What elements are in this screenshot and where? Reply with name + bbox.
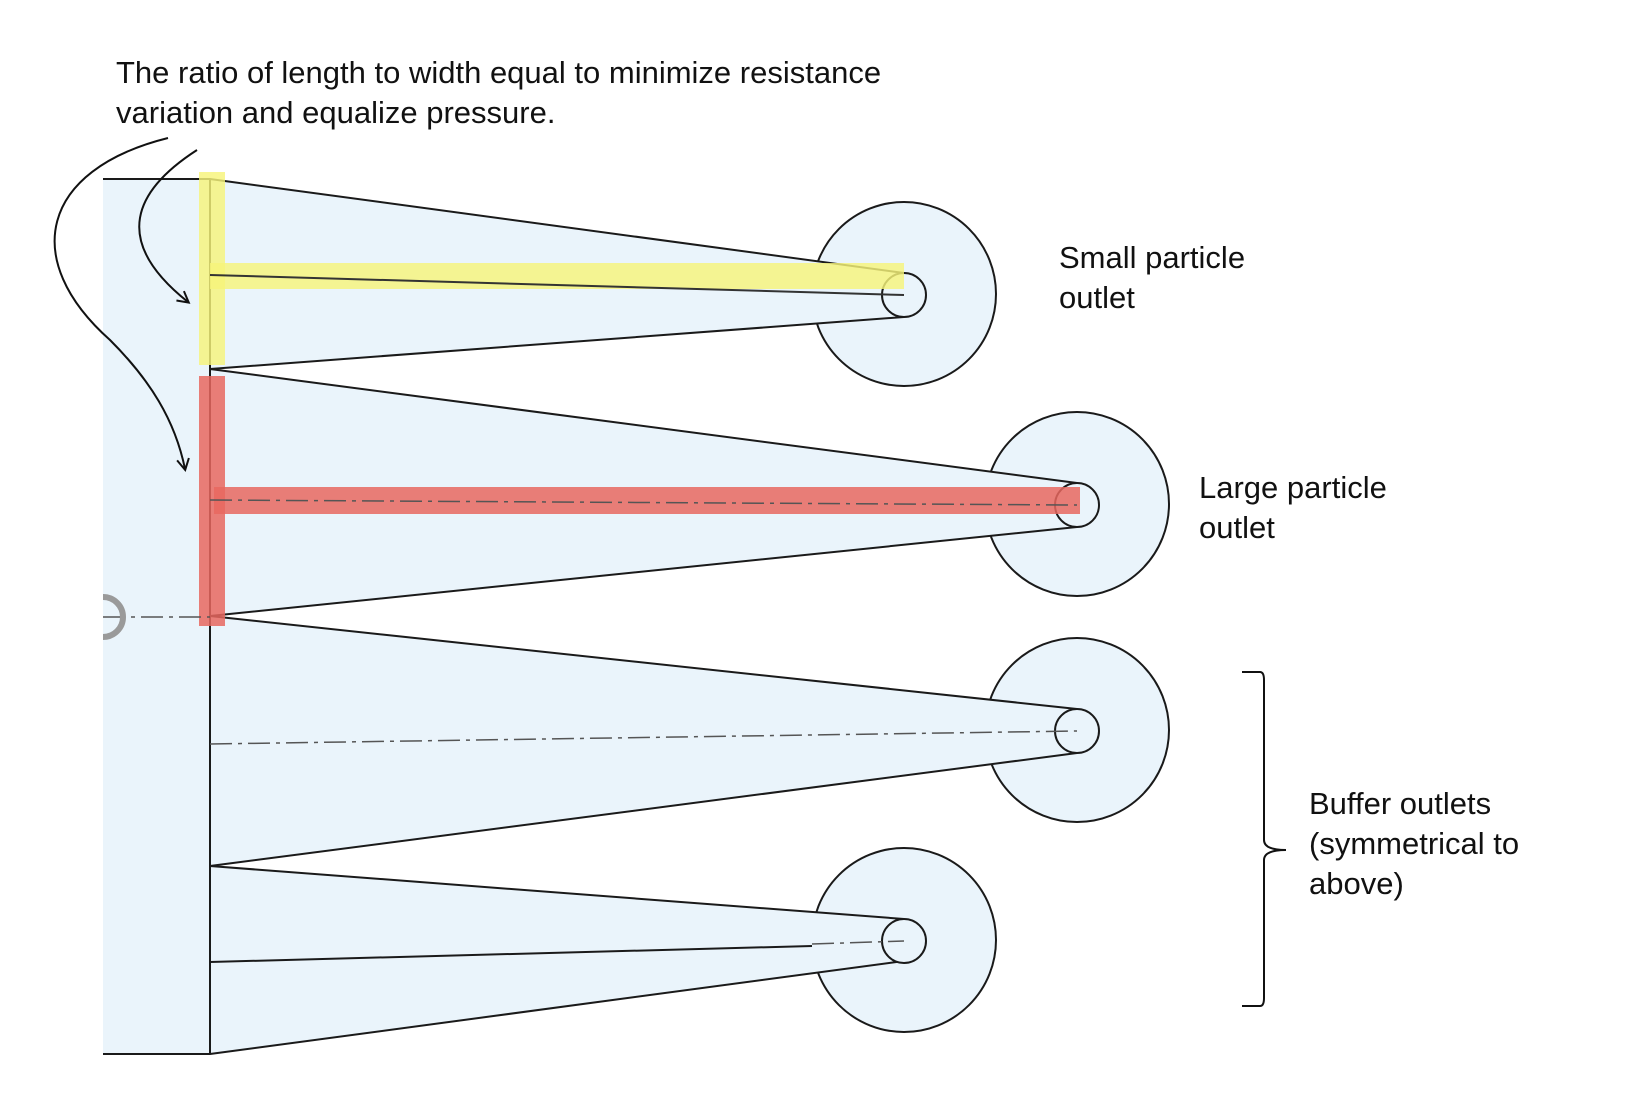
large-outlet-label-line-2: outlet	[1199, 510, 1275, 545]
buffer-channel-2-divider	[209, 945, 813, 963]
large-length-highlight	[214, 487, 1080, 514]
annotation-arrow-small	[138, 149, 198, 302]
buffer-label-line-1: Buffer outlets	[1309, 786, 1492, 821]
annotation-arrow-large	[53, 137, 185, 469]
buffer-outlet-channel-1	[209, 615, 1078, 867]
buffer-bracket	[1242, 671, 1287, 1007]
annotation-line-2: variation and equalize pressure.	[116, 95, 556, 130]
annotation-line-1: The ratio of length to width equal to mi…	[116, 55, 882, 90]
buffer-centerline-2	[811, 940, 905, 945]
small-outlet-label-line-1: Small particle	[1059, 240, 1246, 275]
large-centerline	[209, 499, 1078, 506]
large-particle-outlet-label: Large particle outlet	[1199, 468, 1387, 548]
symmetry-marker	[102, 594, 126, 640]
buffer-label-line-3: above)	[1309, 866, 1404, 901]
buffer-outlets-label: Buffer outlets (symmetrical to above)	[1309, 784, 1519, 904]
buffer-label-line-2: (symmetrical to	[1309, 826, 1520, 861]
buffer-centerline-1	[209, 730, 1078, 745]
large-outlet-label-line-1: Large particle	[1199, 470, 1387, 505]
annotation-note: The ratio of length to width equal to mi…	[116, 53, 881, 133]
small-particle-outlet-label: Small particle outlet	[1059, 238, 1245, 318]
small-outlet-label-line-2: outlet	[1059, 280, 1135, 315]
small-centerline	[209, 274, 905, 296]
